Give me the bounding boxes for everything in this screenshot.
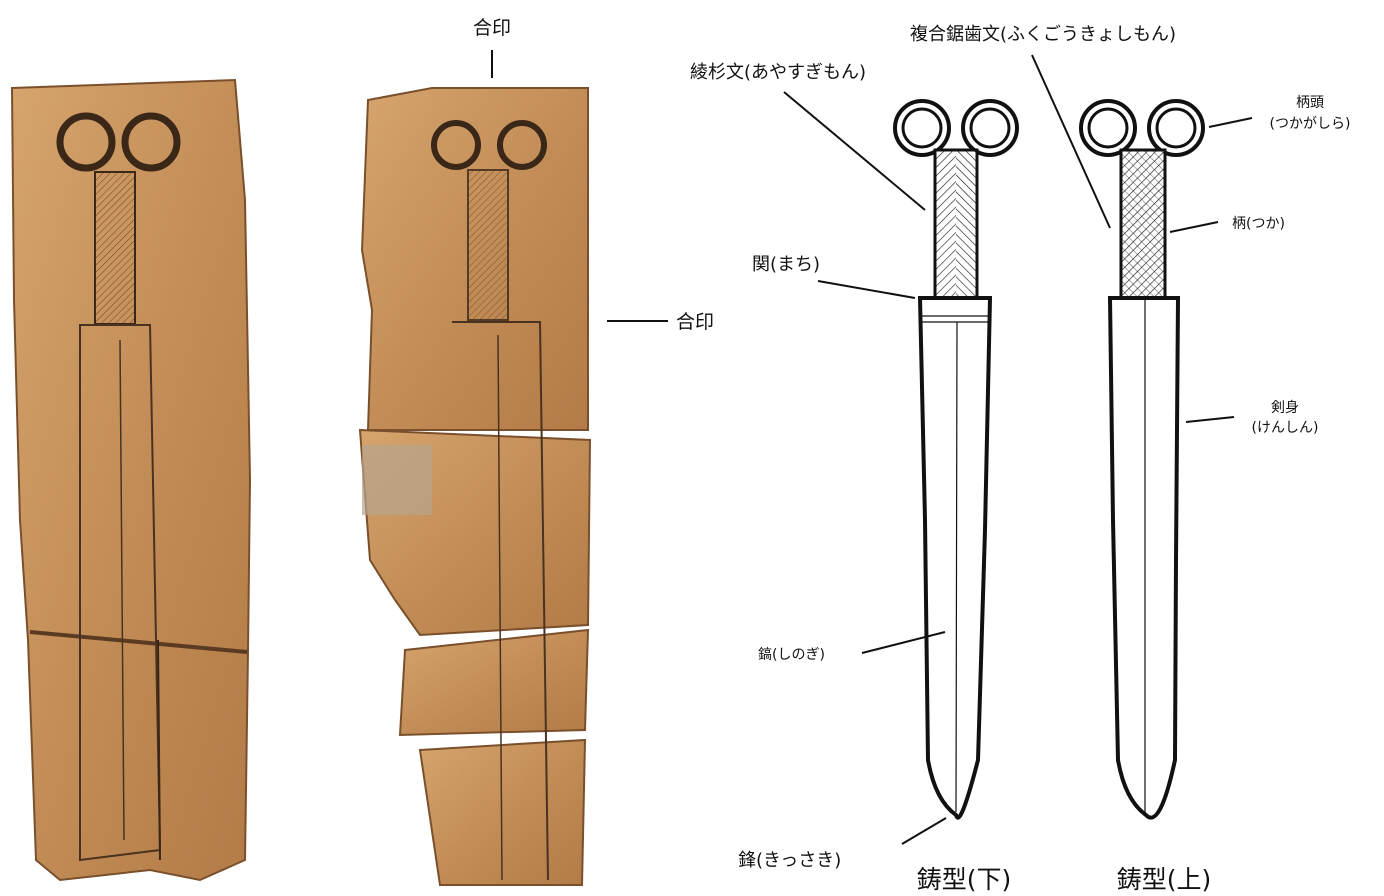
machi-label: 関(まち) bbox=[752, 254, 820, 275]
aigin-side-label: 合印 bbox=[676, 311, 714, 333]
mold-photo-right bbox=[360, 88, 590, 885]
tsuka-label: 柄(つか) bbox=[1232, 216, 1285, 232]
leader-lines bbox=[784, 55, 1252, 844]
shinogi-label: 鎬(しのぎ) bbox=[758, 646, 825, 663]
kissaki-label: 鋒(きっさき) bbox=[738, 850, 841, 871]
tsukagashira-label-2: (つかがしら) bbox=[1270, 116, 1351, 132]
tsukagashira-label-1: 柄頭 bbox=[1296, 95, 1324, 111]
mold-photo-left bbox=[12, 80, 250, 880]
kenshin-label-2: (けんしん) bbox=[1252, 420, 1319, 436]
mold-lower-caption: 鋳型(下) bbox=[917, 865, 1012, 894]
mold-upper-caption: 鋳型(上) bbox=[1117, 865, 1212, 894]
sword-drawing-lower bbox=[895, 101, 1017, 818]
ayasugi-label: 綾杉文(あやすぎもん) bbox=[690, 62, 866, 83]
kenshin-label-1: 剣身 bbox=[1271, 400, 1299, 416]
aigin-top-label: 合印 bbox=[473, 17, 511, 39]
sword-drawing-upper bbox=[1081, 101, 1203, 818]
fukugo-label: 複合鋸歯文(ふくごうきょしもん) bbox=[910, 24, 1176, 45]
